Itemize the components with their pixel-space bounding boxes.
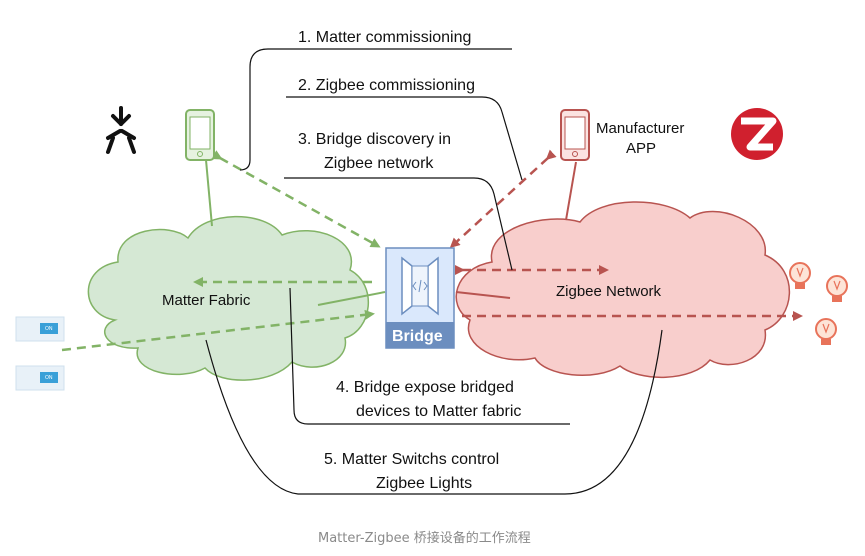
step-5-label-line2: Zigbee Lights [376, 475, 472, 492]
step-3-bracket [284, 177, 513, 271]
matter-phone-icon [185, 109, 215, 161]
bridge-label: Bridge [392, 328, 443, 345]
step-3-label-line2: Zigbee network [324, 155, 434, 172]
bridge-zigbee-link [455, 291, 511, 299]
manufacturer-app-label-line2: APP [626, 140, 656, 157]
manufacturer-phone-link [565, 161, 577, 221]
step-1-label: 1. Matter commissioning [298, 29, 471, 46]
step-2-label: 2. Zigbee commissioning [298, 77, 475, 94]
manufacturer-app-label-line1: Manufacturer [596, 120, 684, 137]
bridge-icon [385, 247, 455, 349]
figure-caption: Matter-Zigbee 桥接设备的工作流程 [318, 530, 531, 546]
light-bulb-icon [826, 275, 848, 302]
commissioning-arrow [211, 150, 381, 248]
switch-icon [15, 316, 65, 342]
matter-logo-icon [106, 106, 136, 154]
zigbee-network-label: Zigbee Network [556, 283, 662, 300]
manufacturer-phone-icon [560, 109, 590, 161]
manufacturer-bridge-arrow [449, 149, 557, 249]
light-bulb-icon [789, 262, 811, 289]
switch-control-arrow [61, 309, 375, 352]
switch-icon [15, 365, 65, 391]
matter-fabric-label: Matter Fabric [162, 292, 251, 309]
step-4-label-line1: 4. Bridge expose bridged [336, 379, 514, 396]
light-bulb-icon [815, 318, 837, 345]
step-4-label-line2: devices to Matter fabric [356, 403, 521, 420]
switch-2-label: ON [45, 375, 53, 381]
step-4-bracket [289, 287, 570, 425]
step-2-bracket [286, 96, 523, 181]
switch-1-label: ON [45, 326, 53, 332]
step-3-label-line1: 3. Bridge discovery in [298, 131, 451, 148]
step-1-bracket [239, 48, 512, 171]
step-5-bracket [205, 329, 663, 495]
zigbee-logo-icon [731, 108, 783, 160]
bridge-matter-link [317, 291, 386, 306]
matter-phone-link [205, 159, 213, 227]
step-5-label-line1: 5. Matter Switchs control [324, 451, 499, 468]
